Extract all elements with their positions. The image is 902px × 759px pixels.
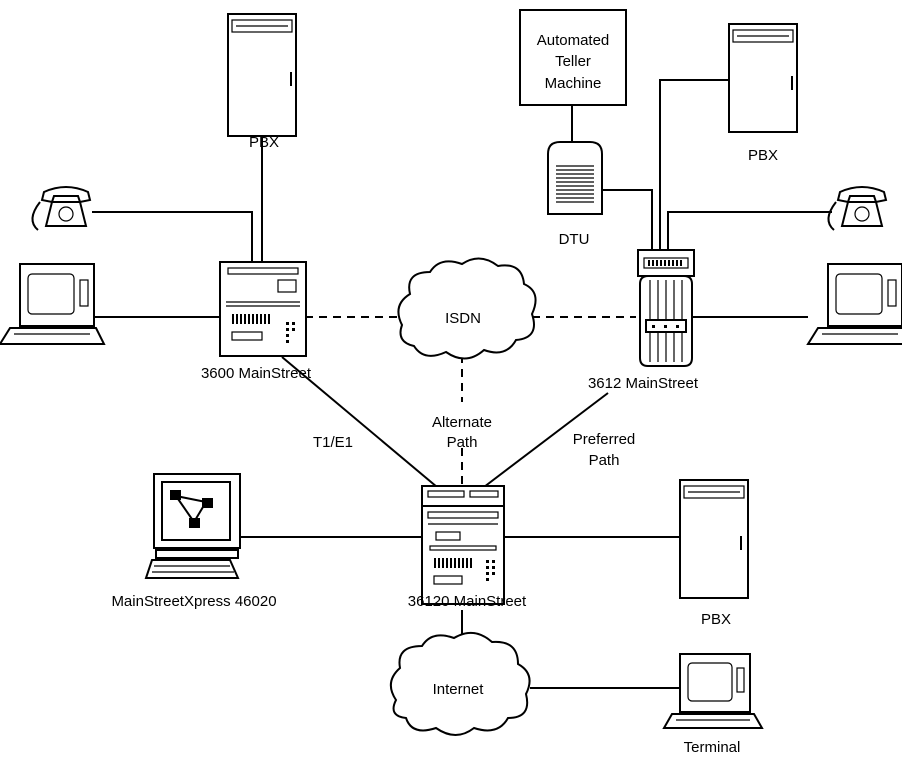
computer-icon	[0, 263, 106, 345]
dtu-label: DTU	[559, 231, 590, 248]
router-icon	[219, 261, 307, 357]
network-manager-icon	[144, 473, 241, 579]
link-3612-36120	[483, 392, 609, 488]
isdn-label: ISDN	[445, 310, 481, 327]
link-3600-36120	[281, 356, 438, 488]
t1e1-label: T1/E1	[313, 434, 353, 451]
terminal-icon	[662, 653, 764, 729]
atm-icon	[519, 9, 627, 106]
link-pbx-3612	[659, 79, 729, 250]
pbx-right-label: PBX	[748, 147, 778, 164]
terminal-label: Terminal	[684, 739, 741, 756]
link-phone-3600	[92, 211, 253, 262]
internet-label: Internet	[433, 681, 485, 698]
mainstreetxpress-label: MainStreetXpress 46020	[111, 593, 276, 610]
atm-label-line3: Machine	[545, 75, 602, 92]
node-36120-label: 36120 MainStreet	[408, 593, 527, 610]
node-3612-label: 3612 MainStreet	[588, 375, 699, 392]
router-icon	[421, 485, 505, 605]
atm-label-line2: Teller	[555, 53, 591, 70]
computer-icon	[806, 263, 902, 345]
link-dtu-3612	[602, 189, 653, 250]
pbx-icon	[227, 13, 297, 137]
atm-label-line1: Automated	[537, 32, 610, 49]
alternate-path-label-line1: Alternate	[432, 414, 492, 431]
pbx-left-label: PBX	[249, 134, 279, 151]
cloud-icon	[389, 631, 531, 736]
link-phone-3612	[667, 211, 832, 250]
preferred-path-label-line2: Path	[589, 452, 620, 469]
alternate-path-label-line2: Path	[447, 434, 478, 451]
cloud-icon	[397, 257, 537, 360]
pbx-icon	[679, 479, 749, 599]
telephone-icon	[31, 186, 92, 231]
connections	[92, 79, 832, 689]
telephone-icon	[827, 186, 888, 231]
dtu-icon	[547, 141, 603, 215]
pbx-icon	[728, 23, 798, 133]
router-icon	[637, 249, 695, 367]
node-3600-label: 3600 MainStreet	[201, 365, 312, 382]
preferred-path-label-line1: Preferred	[573, 431, 636, 448]
pbx-bottom-label: PBX	[701, 611, 731, 628]
